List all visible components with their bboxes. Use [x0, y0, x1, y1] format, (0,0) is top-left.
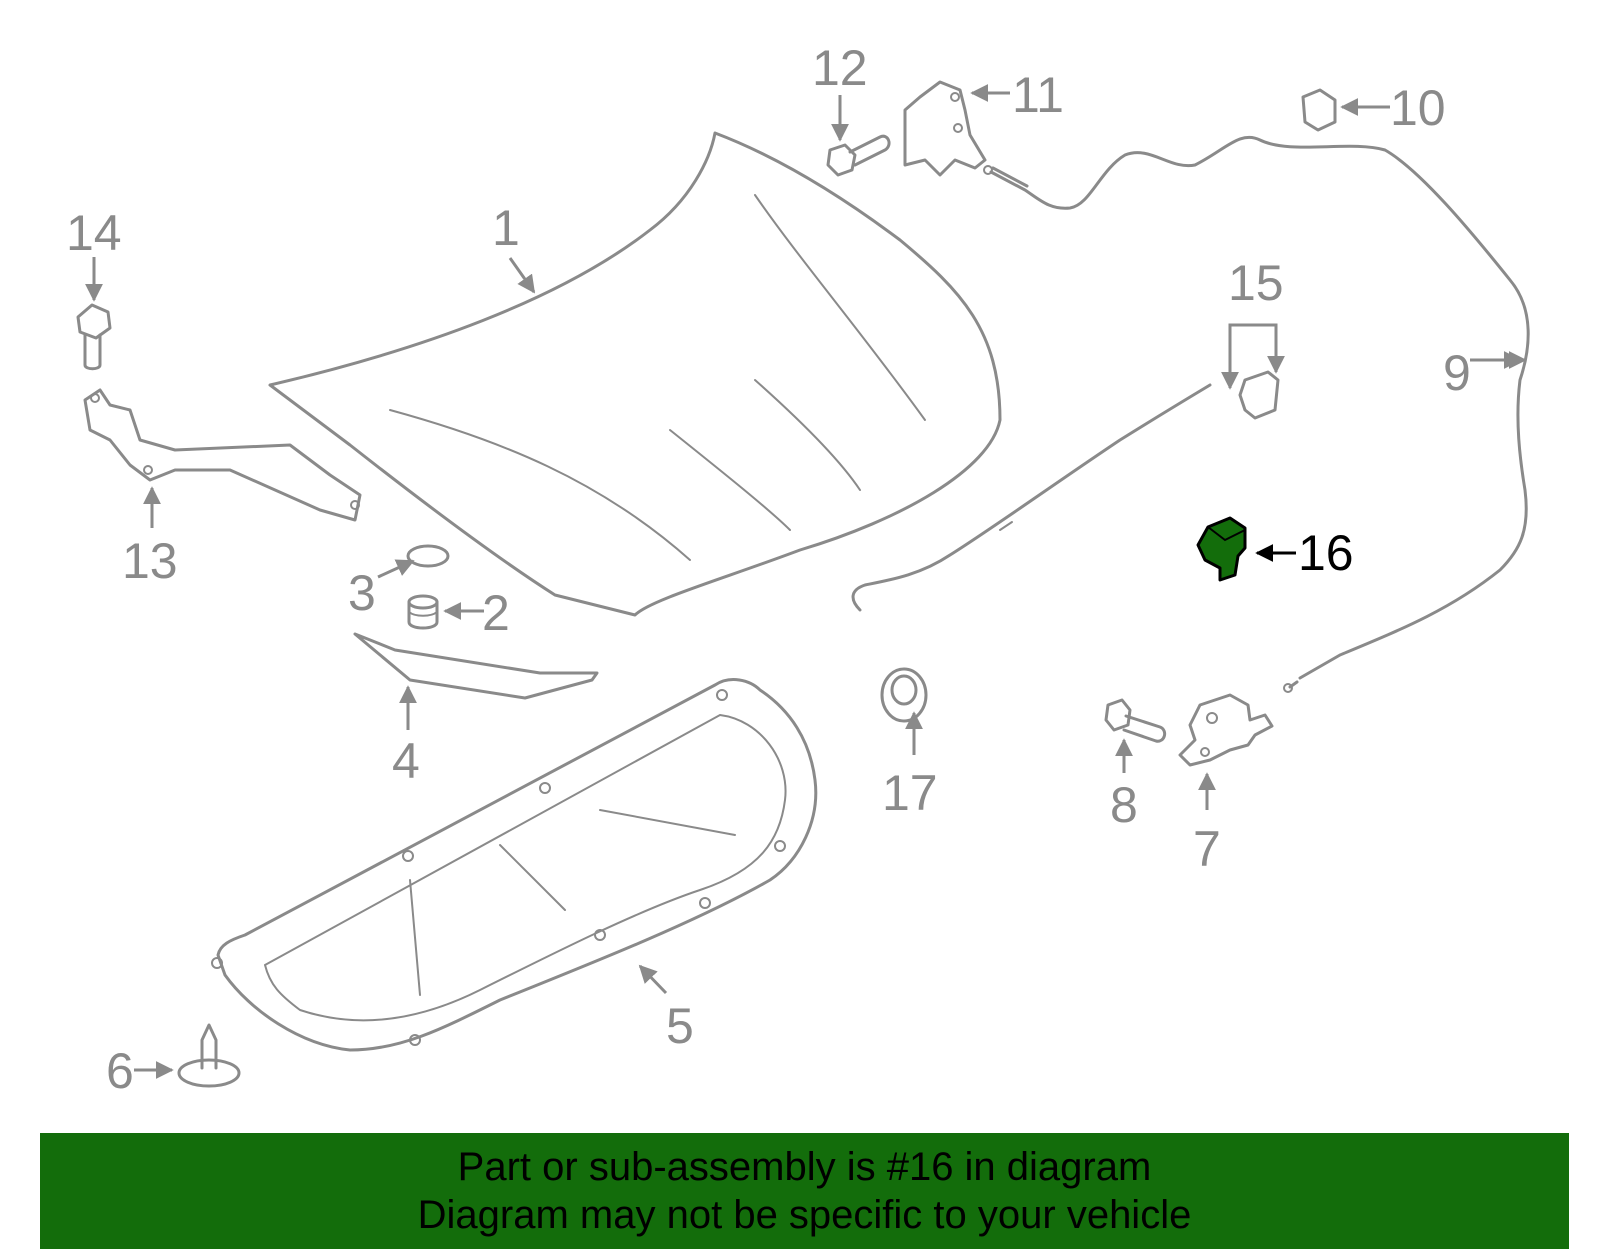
- part-seal-strip: [353, 632, 599, 700]
- part-latch: [1178, 693, 1274, 767]
- callout-12: 12: [812, 40, 868, 96]
- part-bolt-8: [1104, 698, 1167, 743]
- part-release-cable: [983, 135, 1530, 693]
- callout-16[interactable]: 16: [1298, 525, 1354, 581]
- callout-3: 3: [348, 565, 376, 621]
- callout-labels: 1 2 3 4 5 6 7 8 9 10 11 12 13 14 15 16 1…: [66, 40, 1471, 1099]
- part-bolt-12: [826, 134, 891, 177]
- callout-7: 7: [1193, 821, 1221, 877]
- callout-14: 14: [66, 205, 122, 261]
- callout-1: 1: [492, 200, 520, 256]
- part-hinge-bracket: [903, 80, 987, 177]
- callout-10: 10: [1390, 80, 1446, 136]
- part-bumper-stop: [407, 594, 439, 630]
- callout-15: 15: [1228, 255, 1284, 311]
- part-hood-switch-highlighted[interactable]: [1196, 516, 1247, 582]
- parts-diagram: 1 2 3 4 5 6 7 8 9 10 11 12 13 14 15 16 1…: [66, 40, 1530, 1099]
- callout-5: 5: [666, 998, 694, 1054]
- part-hood: [268, 131, 1002, 617]
- part-hood-hinge: [83, 388, 362, 522]
- callout-17: 17: [882, 765, 938, 821]
- part-cable-clip: [1301, 88, 1337, 132]
- info-banner: Part or sub-assembly is #16 in diagram D…: [40, 1133, 1569, 1249]
- part-o-ring: [406, 544, 450, 568]
- callout-13: 13: [122, 533, 178, 589]
- part-grommet: [880, 667, 928, 723]
- leader-arrows: [85, 84, 1527, 1079]
- part-insulator: [211, 678, 818, 1052]
- part-bolt-14: [76, 303, 112, 371]
- banner-line-part: Part or sub-assembly is #16 in diagram: [457, 1145, 1152, 1189]
- callout-2: 2: [482, 585, 510, 641]
- callout-6: 6: [106, 1043, 134, 1099]
- banner-line-disclaimer: Diagram may not be specific to your vehi…: [417, 1193, 1192, 1237]
- callout-8: 8: [1110, 777, 1138, 833]
- callout-11: 11: [1012, 67, 1064, 123]
- part-clip: [177, 1023, 241, 1088]
- callout-4: 4: [392, 733, 420, 789]
- callout-9: 9: [1443, 345, 1471, 401]
